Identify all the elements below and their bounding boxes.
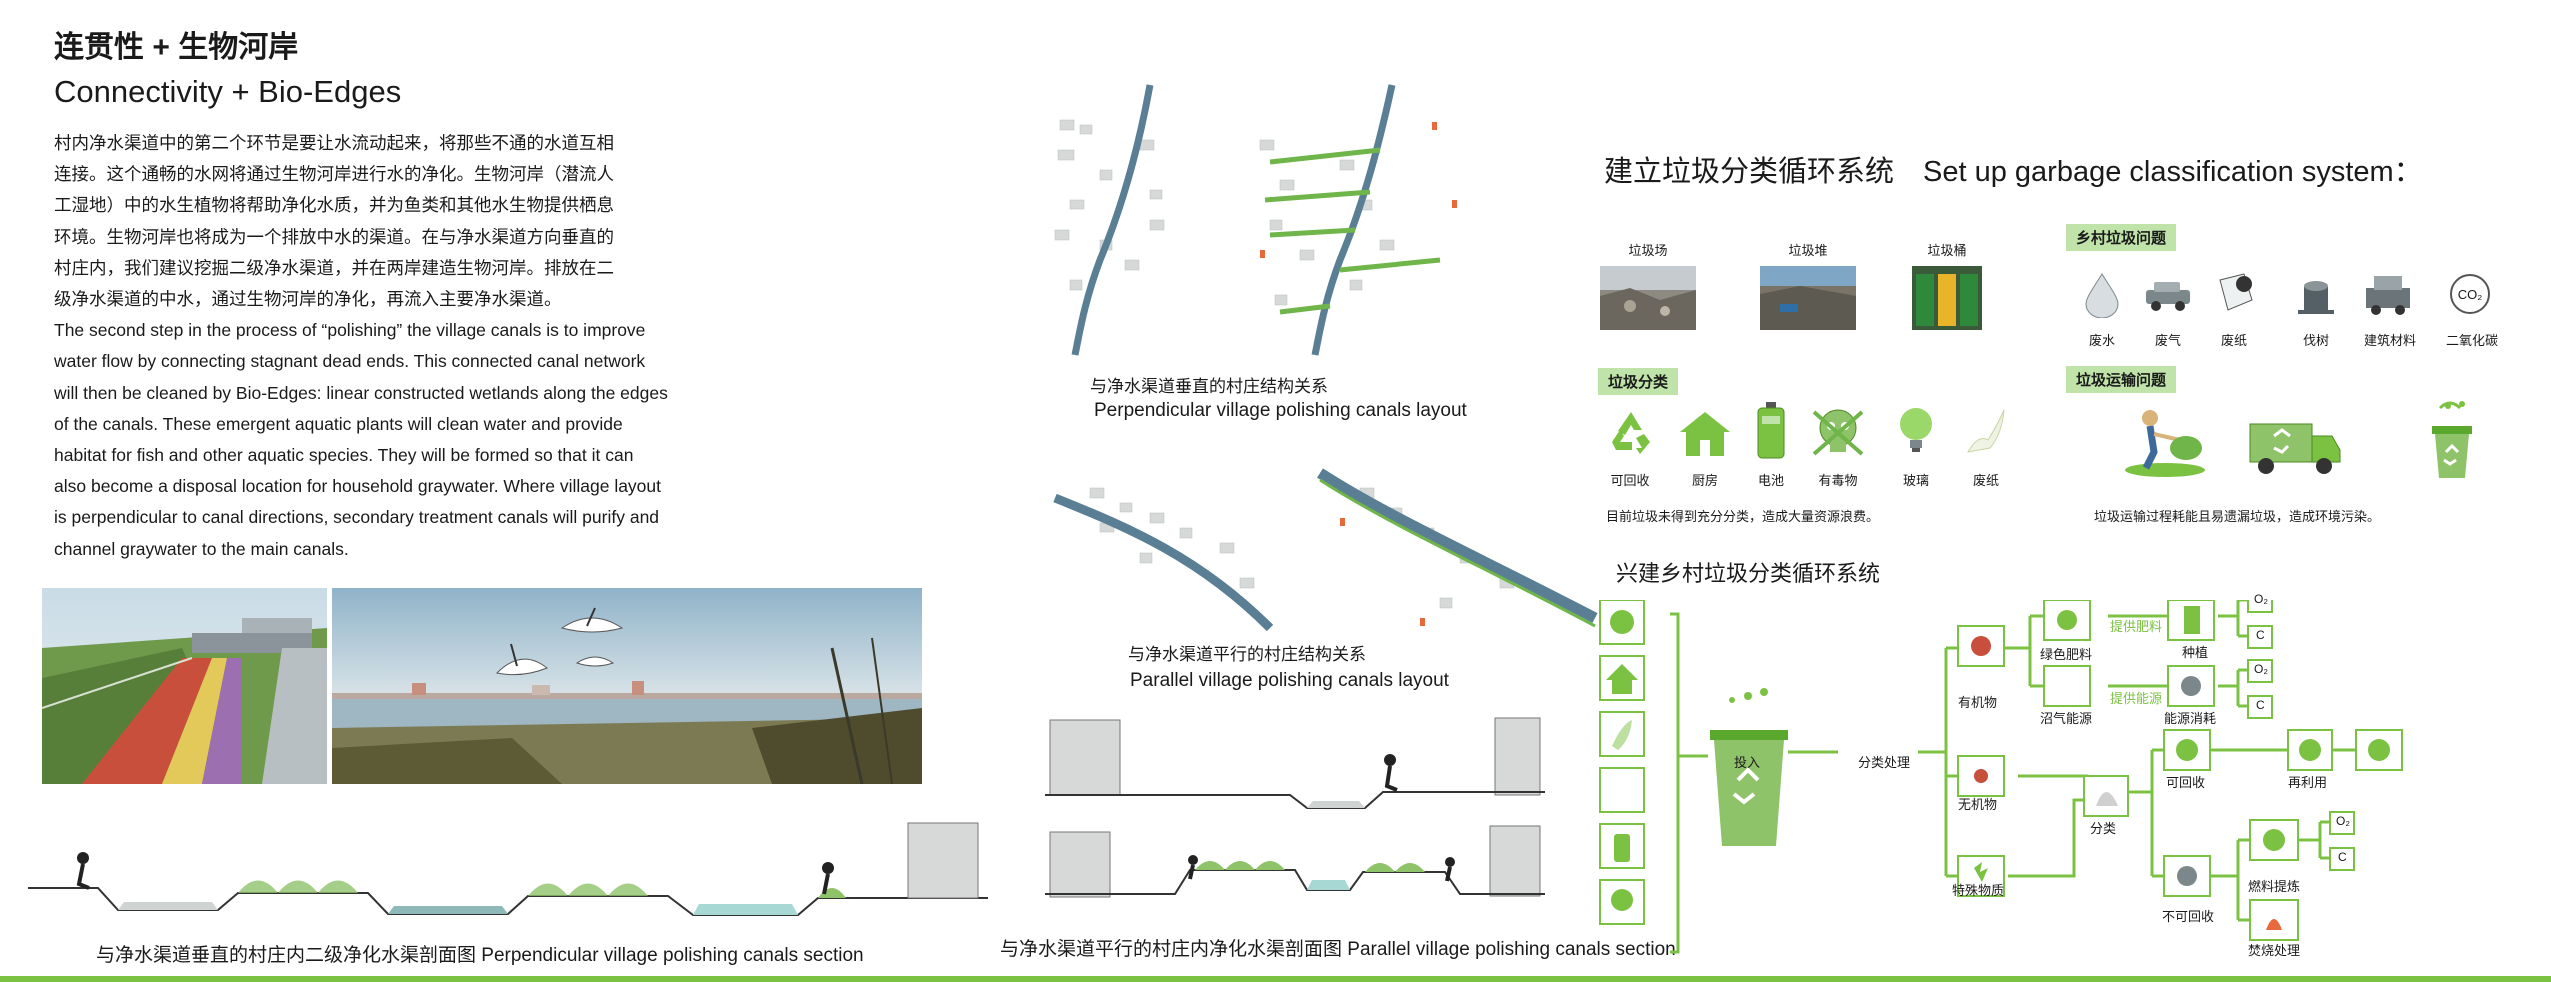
bottom-accent-bar: [0, 976, 2551, 982]
parallel-layout-caption-cn: 与净水渠道平行的村庄结构关系: [1128, 645, 1366, 664]
garbage-bin-photo: [1912, 266, 1982, 330]
sort-label: 可回收: [1610, 473, 1650, 488]
para-line: is perpendicular to canal directions, se…: [54, 507, 660, 528]
transport-note: 垃圾运输过程耗能且易遗漏垃圾，造成环境污染。: [2094, 509, 2381, 524]
flow-non-recyclable-label: 不可回收: [2162, 909, 2215, 924]
sort-label: 有毒物: [1818, 473, 1858, 488]
garbage-truck-icon: [2246, 416, 2342, 476]
co2-text: CO₂: [2457, 286, 2483, 302]
garbage-system-title: 建立垃圾分类循环系统 Set up garbage classification…: [1604, 156, 2423, 188]
tree-stump-icon: [2292, 272, 2340, 316]
flow-sort-process-label: 分类处理: [1858, 755, 1911, 770]
flow-inorganic-label: 无机物: [1958, 797, 1998, 812]
para-line: habitat for fish and other aquatic speci…: [54, 445, 634, 466]
para-line: water flow by connecting stagnant dead e…: [54, 351, 646, 372]
para-line: 村庄内，我们建议挖掘二级净水渠道，并在两岸建造生物河岸。排放在二: [54, 257, 614, 278]
flow-energy-use-label: 能源消耗: [2164, 711, 2217, 726]
perpendicular-section-caption: 与净水渠道垂直的村庄内二级净化水渠剖面图 Perpendicular villa…: [96, 945, 864, 966]
flow-incinerate-label: 焚烧处理: [2248, 943, 2301, 958]
sort-label: 厨房: [1691, 473, 1718, 488]
wetland-panorama-photo: [332, 588, 922, 784]
flow-reuse-label: 再利用: [2288, 775, 2328, 790]
problem-label: 废纸: [2220, 333, 2247, 348]
parallel-layout-map: [1040, 468, 1600, 638]
para-line: channel graywater to the main canals.: [54, 538, 349, 559]
landfill-photo: [1600, 266, 1696, 330]
para-line: will then be cleaned by Bio-Edges: linea…: [54, 382, 668, 403]
waste-paper-sort-icon: [1962, 404, 2010, 458]
toxic-skull-icon: [1810, 404, 1866, 460]
problem-label: 废水: [2088, 333, 2115, 348]
o2-label: O₂: [2336, 814, 2350, 828]
sort-label: 玻璃: [1902, 473, 1929, 488]
description-paragraph: 村内净水渠道中的第二个环节是要让水流动起来，将那些不通的水道互相 连接。这个通畅…: [54, 128, 754, 565]
carbon-label: C: [2338, 850, 2347, 864]
perpendicular-layout-caption-cn: 与净水渠道垂直的村庄结构关系: [1090, 377, 1328, 396]
o2-label: O₂: [2254, 592, 2268, 606]
page-title-cn: 连贯性 + 生物河岸: [54, 31, 299, 64]
problem-label: 二氧化碳: [2445, 333, 2498, 348]
carbon-label: C: [2256, 698, 2265, 712]
para-line: 环境。生物河岸也将成为一个排放中水的渠道。在与净水渠道方向垂直的: [54, 226, 614, 247]
page-title-en: Connectivity + Bio-Edges: [54, 74, 402, 109]
battery-icon: [1756, 402, 1786, 460]
perpendicular-layout-caption-en: Perpendicular village polishing canals l…: [1094, 400, 1467, 421]
garbage-sorting-tag: 垃圾分类: [1598, 368, 1679, 395]
para-line: 村内净水渠道中的第二个环节是要让水流动起来，将那些不通的水道互相: [54, 133, 614, 153]
para-line: 工湿地）中的水生植物将帮助净化水质，并为鱼类和其他水生物提供栖息: [54, 195, 614, 216]
farmland-aerial-photo: [42, 588, 327, 784]
flow-fuel-label: 燃料提炼: [2248, 879, 2301, 894]
problem-label: 废气: [2154, 333, 2181, 348]
green-trash-bin-icon: [2426, 400, 2478, 480]
parallel-layout-caption-en: Parallel village polishing canals layout: [1130, 670, 1449, 691]
perpendicular-layout-map: [1040, 80, 1480, 360]
para-line: The second step in the process of “polis…: [54, 320, 646, 341]
recycle-icon: [1606, 408, 1656, 458]
flow-planting-label: 种植: [2182, 645, 2209, 660]
carbon-label: C: [2256, 628, 2265, 642]
dumping-person-icon: [2120, 404, 2210, 480]
para-line: 连接。这个通畅的水网将通过生物河岸进行水的净化。生物河岸（潜流人: [54, 164, 614, 185]
garbage-pile-photo: [1760, 266, 1856, 330]
exhaust-car-icon: [2140, 276, 2196, 312]
rural-garbage-problem-tag: 乡村垃圾问题: [2066, 224, 2177, 251]
o2-label: O₂: [2254, 662, 2268, 676]
perpendicular-section-drawing: [28, 818, 988, 928]
recycling-system-title: 兴建乡村垃圾分类循环系统: [1616, 561, 1881, 586]
parallel-section-drawing: [1045, 712, 1545, 902]
flow-input-label: 投入: [1734, 755, 1761, 770]
problem-label: 建筑材料: [2363, 333, 2416, 348]
flow-extract-energy-label: 提供能源: [2110, 691, 2163, 706]
flow-special-label: 特殊物质: [1952, 883, 2005, 898]
co2-icon: CO₂: [2450, 274, 2490, 314]
photo-label: 垃圾场: [1628, 243, 1668, 258]
parallel-section-caption: 与净水渠道平行的村庄内净化水渠剖面图 Parallel village poli…: [1000, 939, 1676, 960]
photo-label: 垃圾堆: [1788, 243, 1828, 258]
para-line: of the canals. These emergent aquatic pl…: [54, 413, 623, 434]
para-line: also become a disposal location for hous…: [54, 476, 662, 497]
kitchen-house-icon: [1678, 410, 1732, 458]
flow-extract-fertilizer-label: 提供肥料: [2110, 619, 2163, 634]
recycling-flow-diagram: 投入 分类处理 有机物 无机物 特殊物质 绿色肥料 提供肥料 种植 沼气能源 提…: [1598, 589, 2538, 980]
glass-bulb-icon: [1896, 404, 1936, 460]
flow-green-fertilizer-label: 绿色肥料: [2040, 647, 2093, 662]
photo-label: 垃圾桶: [1927, 243, 1967, 258]
garbage-transport-tag: 垃圾运输问题: [2066, 366, 2177, 393]
para-line: 级净水渠道的中水，通过生物河岸的净化，再流入主要净水渠道。: [54, 289, 562, 310]
construction-material-icon: [2362, 270, 2414, 316]
sort-label: 废纸: [1972, 473, 1999, 488]
waste-water-icon: [2082, 272, 2122, 319]
sort-label: 电池: [1757, 473, 1784, 488]
waste-paper-icon: [2210, 270, 2258, 316]
sorting-note: 目前垃圾未得到充分分类，造成大量资源浪费。: [1606, 509, 1880, 524]
flow-organic-label: 有机物: [1958, 695, 1998, 710]
problem-label: 伐树: [2302, 333, 2329, 348]
flow-biogas-label: 沼气能源: [2040, 711, 2093, 726]
flow-recyclable-label: 可回收: [2166, 775, 2206, 790]
flow-classify-label: 分类: [2090, 821, 2117, 836]
